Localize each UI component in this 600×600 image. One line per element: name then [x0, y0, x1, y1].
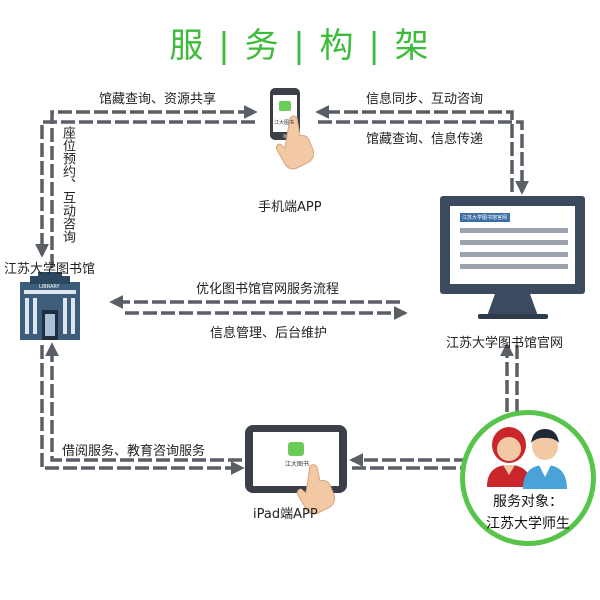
arrow-website-to-phone [315, 105, 514, 192]
arrow-library-to-phone [50, 105, 258, 268]
library-label: 江苏大学图书馆 [4, 262, 96, 277]
arrow-library-to-ipad [40, 345, 245, 475]
ipad-device [245, 425, 347, 515]
edge-label-library-ipad: 借阅服务、教育咨询服务 [62, 444, 206, 459]
arrow-phone-to-website [318, 120, 529, 195]
people-icon [487, 427, 567, 489]
website-label: 江苏大学图书馆官网 [446, 336, 564, 351]
website-screen-text: 江苏大学图书馆官网 [462, 215, 508, 221]
library-building-text: LIBRARY [39, 284, 60, 290]
edge-label-phone-library: 座位预约、互动咨询 [60, 126, 75, 243]
arrow-phone-to-library [35, 120, 255, 258]
edge-label-library-phone: 馆藏查询、资源共享 [99, 92, 217, 107]
service-label-line2: 江苏大学师生 [486, 516, 570, 532]
arrow-ipad-to-library [45, 342, 242, 462]
library-building [20, 272, 80, 340]
edge-label-website-phone-1: 信息同步、互动咨询 [366, 92, 484, 107]
edge-label-website-phone-2: 馆藏查询、信息传递 [366, 132, 484, 147]
ipad-screen-text: 江大图书 [285, 461, 310, 468]
phone-label: 手机端APP [258, 200, 322, 215]
phone-screen-text: 江大图书 [274, 120, 295, 126]
page-title: 服 | 务 | 构 | 架 [169, 26, 431, 66]
ipad-label: iPad端APP [253, 507, 318, 522]
service-audience-circle: 服务对象： 江苏大学师生 [460, 410, 596, 546]
edge-label-website-library-2: 信息管理、后台维护 [210, 326, 328, 341]
phone-device [270, 88, 314, 170]
website-monitor [440, 196, 585, 319]
edge-label-website-library-1: 优化图书馆官网服务流程 [196, 282, 340, 297]
service-label-line1: 服务对象： [493, 494, 563, 510]
